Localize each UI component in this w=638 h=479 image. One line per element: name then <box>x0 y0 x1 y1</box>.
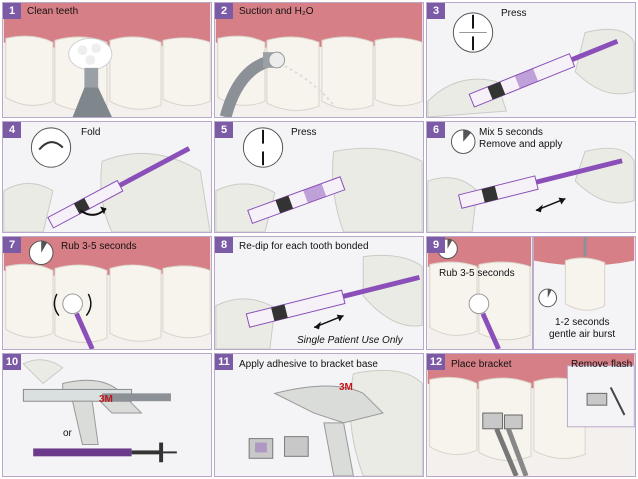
step-number: 8 <box>215 237 233 253</box>
re-dip-illustration <box>215 237 423 349</box>
suction-illustration <box>215 3 423 117</box>
fold-applicator-illustration <box>3 122 211 232</box>
step-caption: Press <box>501 8 527 19</box>
step-caption: Fold <box>81 127 101 138</box>
step-number: 11 <box>215 354 233 370</box>
step-number: 12 <box>427 354 445 370</box>
step-number: 6 <box>427 122 445 138</box>
rub-and-air-illustration <box>427 237 635 349</box>
mix-illustration <box>427 122 635 232</box>
step-caption: Mix 5 seconds <box>479 127 543 138</box>
panel-7: 7 Rub 3-5 seconds <box>2 236 212 350</box>
single-use-note: Single Patient Use Only <box>297 335 403 346</box>
place-bracket-illustration <box>427 354 635 476</box>
brand-logo: 3M <box>99 394 113 405</box>
step-number: 10 <box>3 354 21 370</box>
step-caption: Rub 3-5 seconds <box>61 241 137 252</box>
step-number: 7 <box>3 237 21 253</box>
panel-6: 6 Mix 5 seconds Remove and apply <box>426 121 636 233</box>
step-caption: Place bracket <box>451 359 512 370</box>
step-number: 4 <box>3 122 21 138</box>
step-number: 1 <box>3 3 21 19</box>
air-burst-caption-line2: gentle air burst <box>549 329 616 340</box>
press-applicator-illustration <box>427 3 635 117</box>
panel-9: 9 Rub 3-5 seconds 1-2 seconds gentle air… <box>426 236 636 350</box>
step-caption: Rub 3-5 seconds <box>439 268 515 279</box>
dispenser-illustration <box>3 354 211 476</box>
panel-2: 2 Suction and H₂O <box>214 2 424 118</box>
panel-11: 11 Apply adhesive to bracket base 3M <box>214 353 424 477</box>
panel-8: 8 Re-dip for each tooth bonded Single Pa… <box>214 236 424 350</box>
step-caption-secondary: Remove and apply <box>479 139 563 150</box>
step-caption: Clean teeth <box>27 6 79 17</box>
step-caption: Press <box>291 127 317 138</box>
step-number: 3 <box>427 3 445 19</box>
adhesive-application-illustration <box>215 354 423 476</box>
panel-4: 4 Fold <box>2 121 212 233</box>
rub-teeth-illustration <box>3 237 211 349</box>
step-caption: Apply adhesive to bracket base <box>239 359 378 370</box>
step-number: 5 <box>215 122 233 138</box>
panel-1: 1 Clean teeth <box>2 2 212 118</box>
panel-5: 5 Press <box>214 121 424 233</box>
brand-logo: 3M <box>339 382 353 393</box>
step-number: 9 <box>427 237 445 253</box>
press-blister-illustration <box>215 122 423 232</box>
remove-flash-caption: Remove flash <box>571 359 633 370</box>
step-number: 2 <box>215 3 233 19</box>
air-burst-caption-line1: 1-2 seconds <box>555 317 610 328</box>
step-caption: or <box>63 428 72 439</box>
panel-3: 3 Press <box>426 2 636 118</box>
panel-12: 12 Place bracket Remove flash <box>426 353 636 477</box>
teeth-cleaning-illustration <box>3 3 211 117</box>
step-caption: Suction and H₂O <box>239 6 314 17</box>
panel-10: 10 3M or <box>2 353 212 477</box>
step-caption: Re-dip for each tooth bonded <box>239 241 369 252</box>
